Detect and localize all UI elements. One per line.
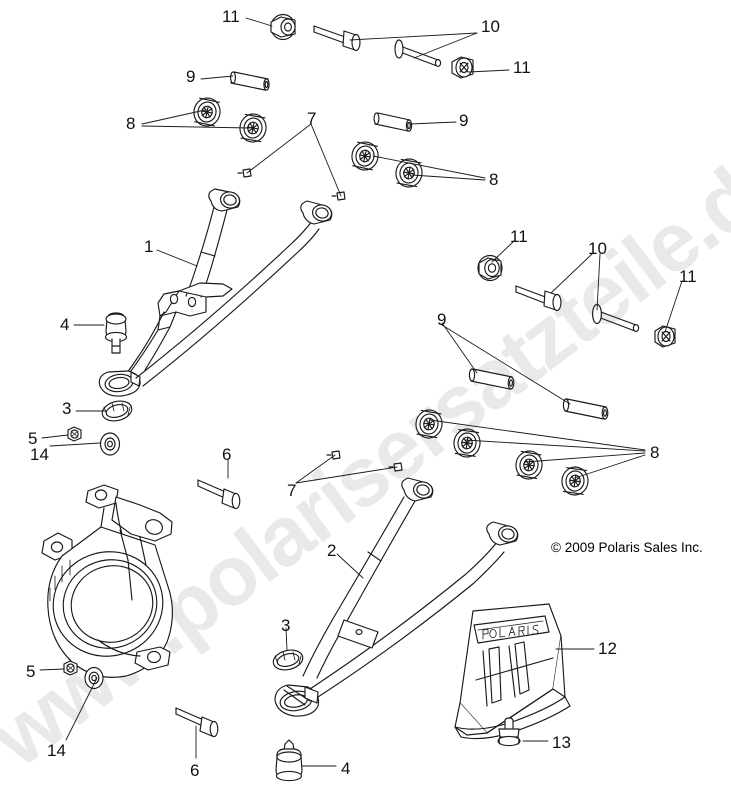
part-ball-joint-4a — [104, 312, 128, 354]
leader-line — [664, 280, 683, 333]
leader-line — [156, 249, 198, 267]
leader-line — [349, 32, 478, 41]
part-bushing-8h — [559, 464, 591, 498]
leader-line — [246, 123, 312, 174]
part-control-arm-1 — [98, 188, 333, 397]
callout-number-3: 3 — [62, 399, 72, 418]
callout-number-7: 7 — [307, 109, 317, 128]
leader-line — [141, 125, 251, 129]
callout-number-9: 9 — [186, 67, 196, 86]
callout-number-7: 7 — [287, 481, 297, 500]
callout-number-11: 11 — [222, 7, 240, 26]
callout-number-8: 8 — [126, 114, 136, 133]
part-skid-plate-12 — [454, 603, 571, 740]
part-pivot-sleeve-9a — [230, 71, 270, 91]
callout-number-11: 11 — [679, 267, 697, 286]
part-lock-nut-5a — [67, 426, 82, 442]
callout-number-11: 11 — [510, 227, 528, 246]
part-retaining-ring-3a — [101, 400, 133, 422]
part-pivot-bolt-10c — [515, 285, 562, 312]
leader-line — [285, 627, 288, 651]
leader-line — [65, 677, 98, 741]
leader-line — [413, 32, 478, 59]
part-pivot-sleeve-9b — [373, 112, 413, 132]
part-pivot-sleeve-9d — [562, 398, 609, 420]
callout-number-5: 5 — [28, 429, 38, 448]
callout-number-5: 5 — [26, 662, 36, 681]
part-bushing-8e — [413, 407, 445, 441]
part-ball-joint-4b — [275, 739, 303, 782]
part-flange-nut-11a — [270, 13, 296, 41]
callout-number-8: 8 — [650, 443, 660, 462]
part-flange-nut-11d — [654, 325, 676, 348]
callout-number-6: 6 — [222, 445, 232, 464]
callout-number-4: 4 — [60, 315, 70, 334]
callout-number-8: 8 — [489, 170, 499, 189]
callout-number-4: 4 — [341, 759, 351, 778]
part-pivot-sleeve-9c — [468, 368, 515, 390]
callout-number-10: 10 — [481, 17, 500, 36]
leader-line — [491, 240, 515, 263]
part-grease-fitting-7a — [237, 168, 252, 178]
part-grease-fitting-7d — [388, 462, 403, 472]
leader-line — [524, 452, 646, 463]
callout-number-12: 12 — [598, 639, 617, 658]
part-bolt-6b — [175, 707, 219, 738]
part-retaining-ring-3b — [272, 649, 304, 671]
leader-line — [468, 69, 510, 73]
leader-line — [372, 155, 486, 179]
leader-line — [411, 174, 486, 181]
callout-number-14: 14 — [30, 445, 49, 464]
part-steering-knuckle — [41, 484, 173, 678]
leader-line — [41, 434, 69, 439]
leader-line — [39, 668, 65, 671]
leader-line — [295, 466, 398, 484]
callout-number-1: 1 — [144, 237, 154, 256]
part-washer-14b — [84, 666, 104, 690]
leader-line — [49, 442, 101, 447]
leader-line — [441, 322, 478, 374]
part-bushing-8c — [348, 139, 382, 173]
leader-line — [441, 324, 571, 405]
leader-line — [141, 109, 206, 125]
part-bolt-6a — [197, 479, 241, 510]
part-grease-fitting-7c — [326, 450, 341, 460]
leader-line — [336, 553, 364, 579]
leader-line — [295, 454, 336, 484]
callout-number-2: 2 — [327, 541, 337, 560]
part-control-arm-2 — [274, 477, 519, 717]
part-pivot-bolt-10d — [592, 303, 640, 332]
callout-number-9: 9 — [459, 111, 469, 130]
callout-number-10: 10 — [588, 239, 607, 258]
callout-number-6: 6 — [190, 761, 200, 780]
part-grease-fitting-7b — [331, 191, 346, 201]
part-bushing-8g — [513, 448, 545, 482]
callout-number-13: 13 — [552, 733, 571, 752]
leader-line — [464, 439, 646, 452]
leader-line — [245, 17, 273, 27]
leader-line — [574, 454, 646, 479]
part-bushing-8d — [393, 156, 425, 190]
leader-line — [550, 253, 593, 294]
part-pivot-bolt-10a — [313, 25, 361, 52]
callout-number-3: 3 — [281, 616, 291, 635]
part-flange-nut-11c — [477, 254, 503, 282]
leader-line — [310, 123, 342, 197]
callout-number-11: 11 — [513, 58, 531, 77]
callout-number-14: 14 — [47, 741, 66, 760]
part-push-rivet-13 — [497, 717, 521, 747]
leader-line — [596, 253, 601, 311]
part-lock-nut-5b — [63, 660, 78, 676]
part-flange-nut-11b — [451, 56, 474, 79]
leader-line — [200, 75, 234, 80]
part-washer-14a — [99, 432, 121, 456]
callout-number-9: 9 — [437, 310, 447, 329]
leader-line — [409, 121, 457, 125]
part-bushing-8f — [451, 426, 483, 460]
part-pivot-bolt-10b — [394, 39, 442, 67]
leader-line — [429, 419, 646, 451]
copyright-notice: © 2009 Polaris Sales Inc. — [551, 540, 703, 555]
